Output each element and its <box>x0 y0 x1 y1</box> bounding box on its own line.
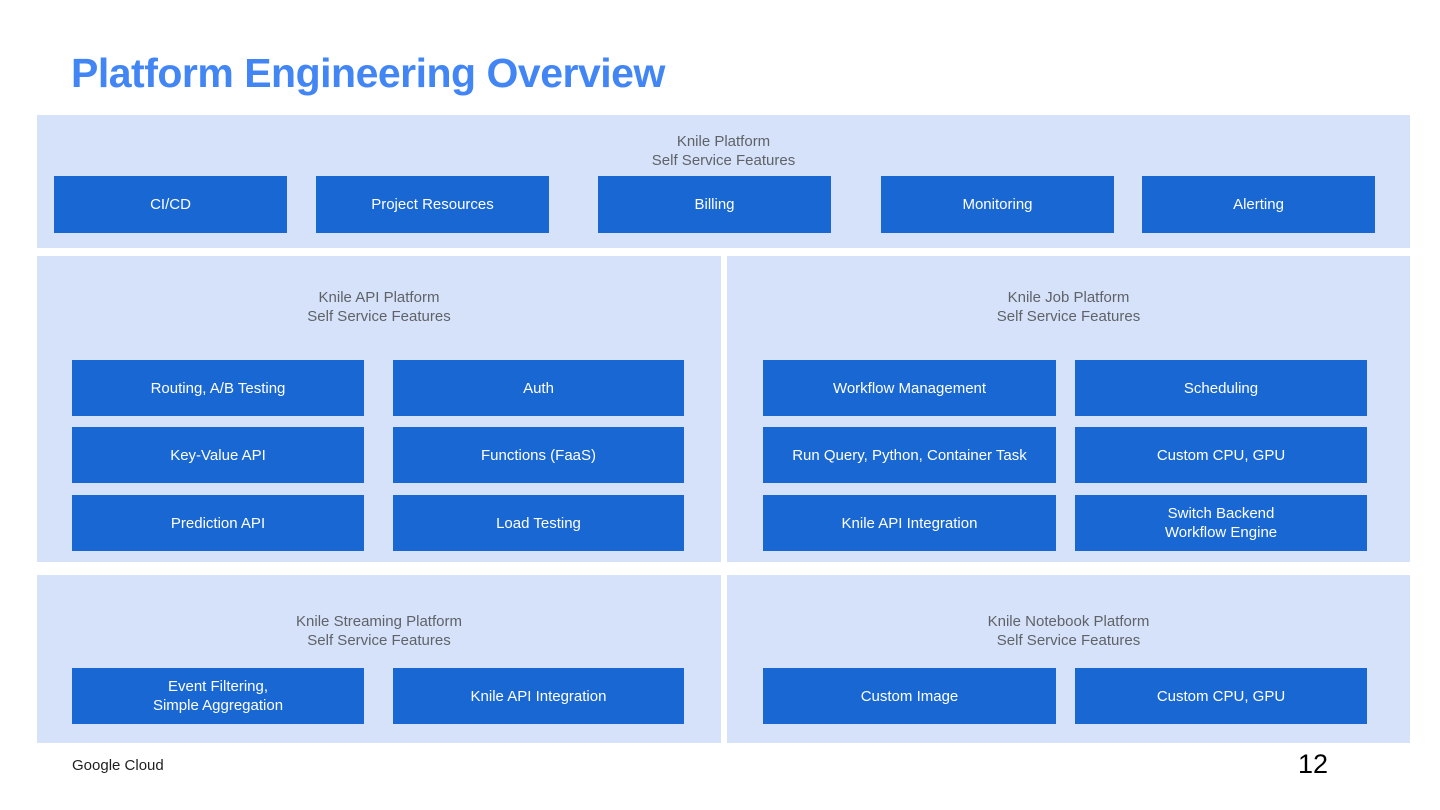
feature-box-billing: Billing <box>598 176 831 233</box>
panel-knile-api-platform: Knile API Platform Self Service Features… <box>37 256 721 562</box>
panel-heading-line2: Self Service Features <box>651 152 796 169</box>
feature-box-knile-api-integration: Knile API Integration <box>763 495 1056 551</box>
feature-box-alerting: Alerting <box>1142 176 1375 233</box>
panel-heading-line1: Knile Notebook Platform <box>987 613 1150 630</box>
panel-knile-job-platform-heading: Knile Job Platform Self Service Features <box>727 288 1410 326</box>
feature-box-ci-cd: CI/CD <box>54 176 287 233</box>
panel-heading-line2: Self Service Features <box>996 632 1141 649</box>
feature-box-custom-image: Custom Image <box>763 668 1056 724</box>
panel-heading-line1: Knile API Platform <box>318 289 440 306</box>
feature-box-project-resources: Project Resources <box>316 176 549 233</box>
panel-knile-notebook-platform-heading: Knile Notebook Platform Self Service Fea… <box>727 612 1410 650</box>
feature-box-routing-ab-testing: Routing, A/B Testing <box>72 360 364 416</box>
panel-heading-line1: Knile Streaming Platform <box>296 613 462 630</box>
panel-heading-line1: Knile Job Platform <box>1007 289 1130 306</box>
panel-knile-job-platform: Knile Job Platform Self Service Features… <box>727 256 1410 562</box>
feature-box-workflow-management: Workflow Management <box>763 360 1056 416</box>
feature-box-prediction-api: Prediction API <box>72 495 364 551</box>
feature-box-scheduling: Scheduling <box>1075 360 1367 416</box>
panel-knile-platform-heading: Knile Platform Self Service Features <box>37 132 1410 170</box>
feature-box-load-testing: Load Testing <box>393 495 684 551</box>
feature-box-event-filtering-simple-aggregation: Event Filtering, Simple Aggregation <box>72 668 364 724</box>
panel-heading-line2: Self Service Features <box>307 632 451 649</box>
feature-box-knile-api-integration: Knile API Integration <box>393 668 684 724</box>
feature-box-key-value-api: Key-Value API <box>72 427 364 483</box>
feature-box-custom-cpu-gpu: Custom CPU, GPU <box>1075 427 1367 483</box>
panel-heading-line1: Knile Platform <box>676 133 771 150</box>
panel-knile-notebook-platform: Knile Notebook Platform Self Service Fea… <box>727 575 1410 743</box>
feature-box-auth: Auth <box>393 360 684 416</box>
footer-brand: Google Cloud <box>72 757 164 774</box>
panel-knile-platform: Knile Platform Self Service Features CI/… <box>37 115 1410 248</box>
panel-knile-streaming-platform-heading: Knile Streaming Platform Self Service Fe… <box>37 612 721 650</box>
panel-heading-line2: Self Service Features <box>996 308 1141 325</box>
feature-box-functions-faas: Functions (FaaS) <box>393 427 684 483</box>
feature-box-custom-cpu-gpu: Custom CPU, GPU <box>1075 668 1367 724</box>
panel-knile-streaming-platform: Knile Streaming Platform Self Service Fe… <box>37 575 721 743</box>
panel-knile-api-platform-heading: Knile API Platform Self Service Features <box>37 288 721 326</box>
page-number: 12 <box>1297 749 1328 779</box>
panel-heading-line2: Self Service Features <box>307 308 451 325</box>
feature-box-run-query-python-container-task: Run Query, Python, Container Task <box>763 427 1056 483</box>
feature-box-monitoring: Monitoring <box>881 176 1114 233</box>
page-title: Platform Engineering Overview <box>71 50 665 96</box>
feature-box-switch-backend-workflow-engine: Switch Backend Workflow Engine <box>1075 495 1367 551</box>
